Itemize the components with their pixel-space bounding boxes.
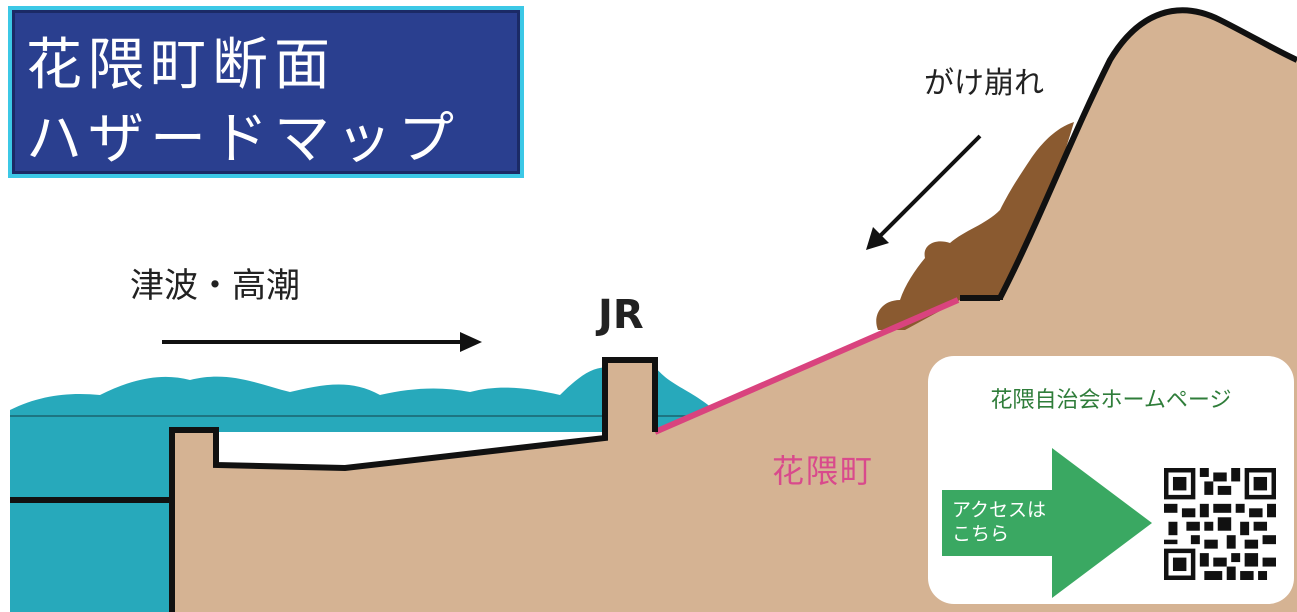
town-label: 花隈町	[772, 452, 875, 490]
sea-lower	[10, 430, 172, 612]
railway-label: JR	[598, 292, 644, 338]
green-arrow-icon[interactable]	[942, 448, 1152, 598]
title-line-2: ハザードマップ	[26, 107, 460, 172]
title-line-1: 花隈町断面	[26, 33, 336, 98]
access-panel[interactable]: 花隈自治会ホームページ アクセスは こちら	[928, 356, 1294, 604]
landslide-debris	[876, 122, 1074, 330]
terrain-outline-left	[169, 357, 658, 612]
access-arrow-text[interactable]: アクセスは こちら	[952, 498, 1046, 546]
terrain-outline-right	[960, 295, 1003, 301]
access-panel-title: 花隈自治会ホームページ	[990, 388, 1232, 413]
title-box: 花隈町断面 ハザードマップ	[8, 6, 524, 178]
tsunami-label: 津波・高潮	[130, 266, 300, 306]
qr-code-icon[interactable]	[1164, 468, 1276, 580]
access-text-line-1: アクセスは	[952, 499, 1047, 521]
mountain-outline	[997, 7, 1297, 300]
landslide-label: がけ崩れ	[924, 66, 1044, 101]
tsunami-arrow	[162, 332, 482, 352]
access-text-line-2: こちら	[952, 523, 1010, 545]
slope-danger-line	[653, 297, 960, 435]
landslide-arrow	[866, 134, 982, 250]
